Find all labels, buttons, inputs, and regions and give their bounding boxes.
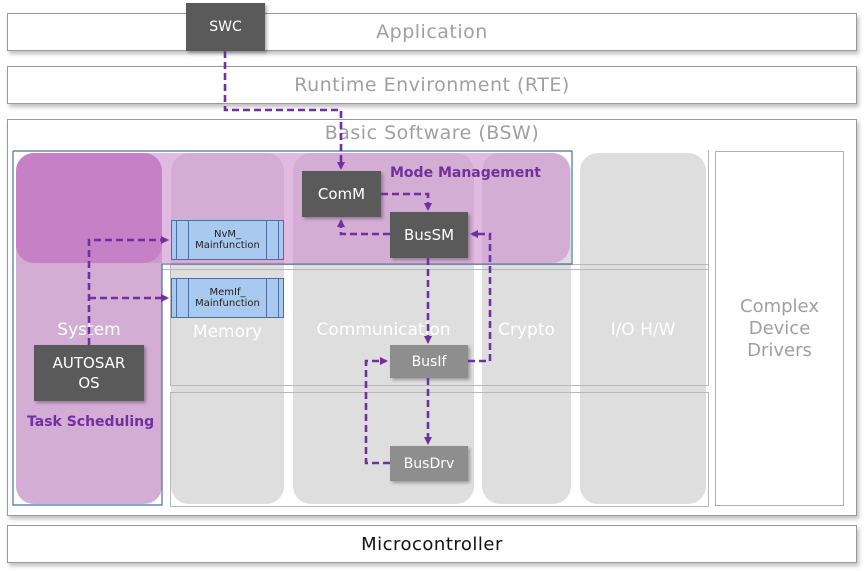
services-layer-outline — [162, 150, 709, 270]
busif-module: BusIf — [390, 345, 468, 378]
io-hw-column — [580, 153, 706, 504]
bsw-label: Basic Software (BSW) — [324, 122, 540, 144]
microcontroller-layer: Microcontroller — [7, 525, 857, 563]
memory-label: Memory — [192, 322, 263, 342]
driver-layer-outline — [170, 392, 709, 507]
arrow-os-to-nvm — [87, 236, 169, 345]
complex-device-drivers-box — [715, 151, 844, 506]
autosar-os-module: AUTOSAR OS — [34, 345, 144, 401]
swc-module: SWC — [186, 3, 265, 51]
bussm-module: BusSM — [390, 212, 468, 258]
arrow-bussm-to-comm — [337, 219, 390, 236]
rte-layer: Runtime Environment (RTE) — [7, 66, 857, 104]
arrow-busif-to-bussm — [468, 230, 492, 363]
crypto-label: Crypto — [498, 320, 555, 340]
nvm-line1: NvM_ — [213, 229, 241, 240]
communication-label: Communication — [316, 320, 451, 340]
memif-mainfunction-box: MemIf_ Mainfunction — [171, 278, 284, 318]
application-layer: Application — [7, 13, 857, 51]
task-scheduling-label: Task Scheduling — [27, 414, 155, 430]
arrow-busdrv-to-busif — [364, 357, 390, 465]
arrow-comm-to-bussm — [381, 192, 432, 211]
memif-line2: Mainfunction — [195, 298, 260, 309]
memif-line1: MemIf_ — [209, 287, 246, 298]
io-hw-label: I/O H/W — [610, 320, 676, 340]
nvm-line2: Mainfunction — [195, 240, 260, 251]
microcontroller-label: Microcontroller — [361, 533, 503, 555]
mode-management-label: Mode Management — [390, 165, 541, 181]
nvm-mainfunction-box: NvM_ Mainfunction — [171, 220, 284, 260]
rte-label: Runtime Environment (RTE) — [294, 74, 570, 96]
complex-device-drivers-label: Complex Device Drivers — [740, 296, 819, 361]
application-label: Application — [376, 21, 488, 43]
arrow-swc-to-comm — [223, 51, 345, 170]
comm-module: ComM — [302, 171, 381, 217]
busdrv-module: BusDrv — [390, 446, 468, 481]
